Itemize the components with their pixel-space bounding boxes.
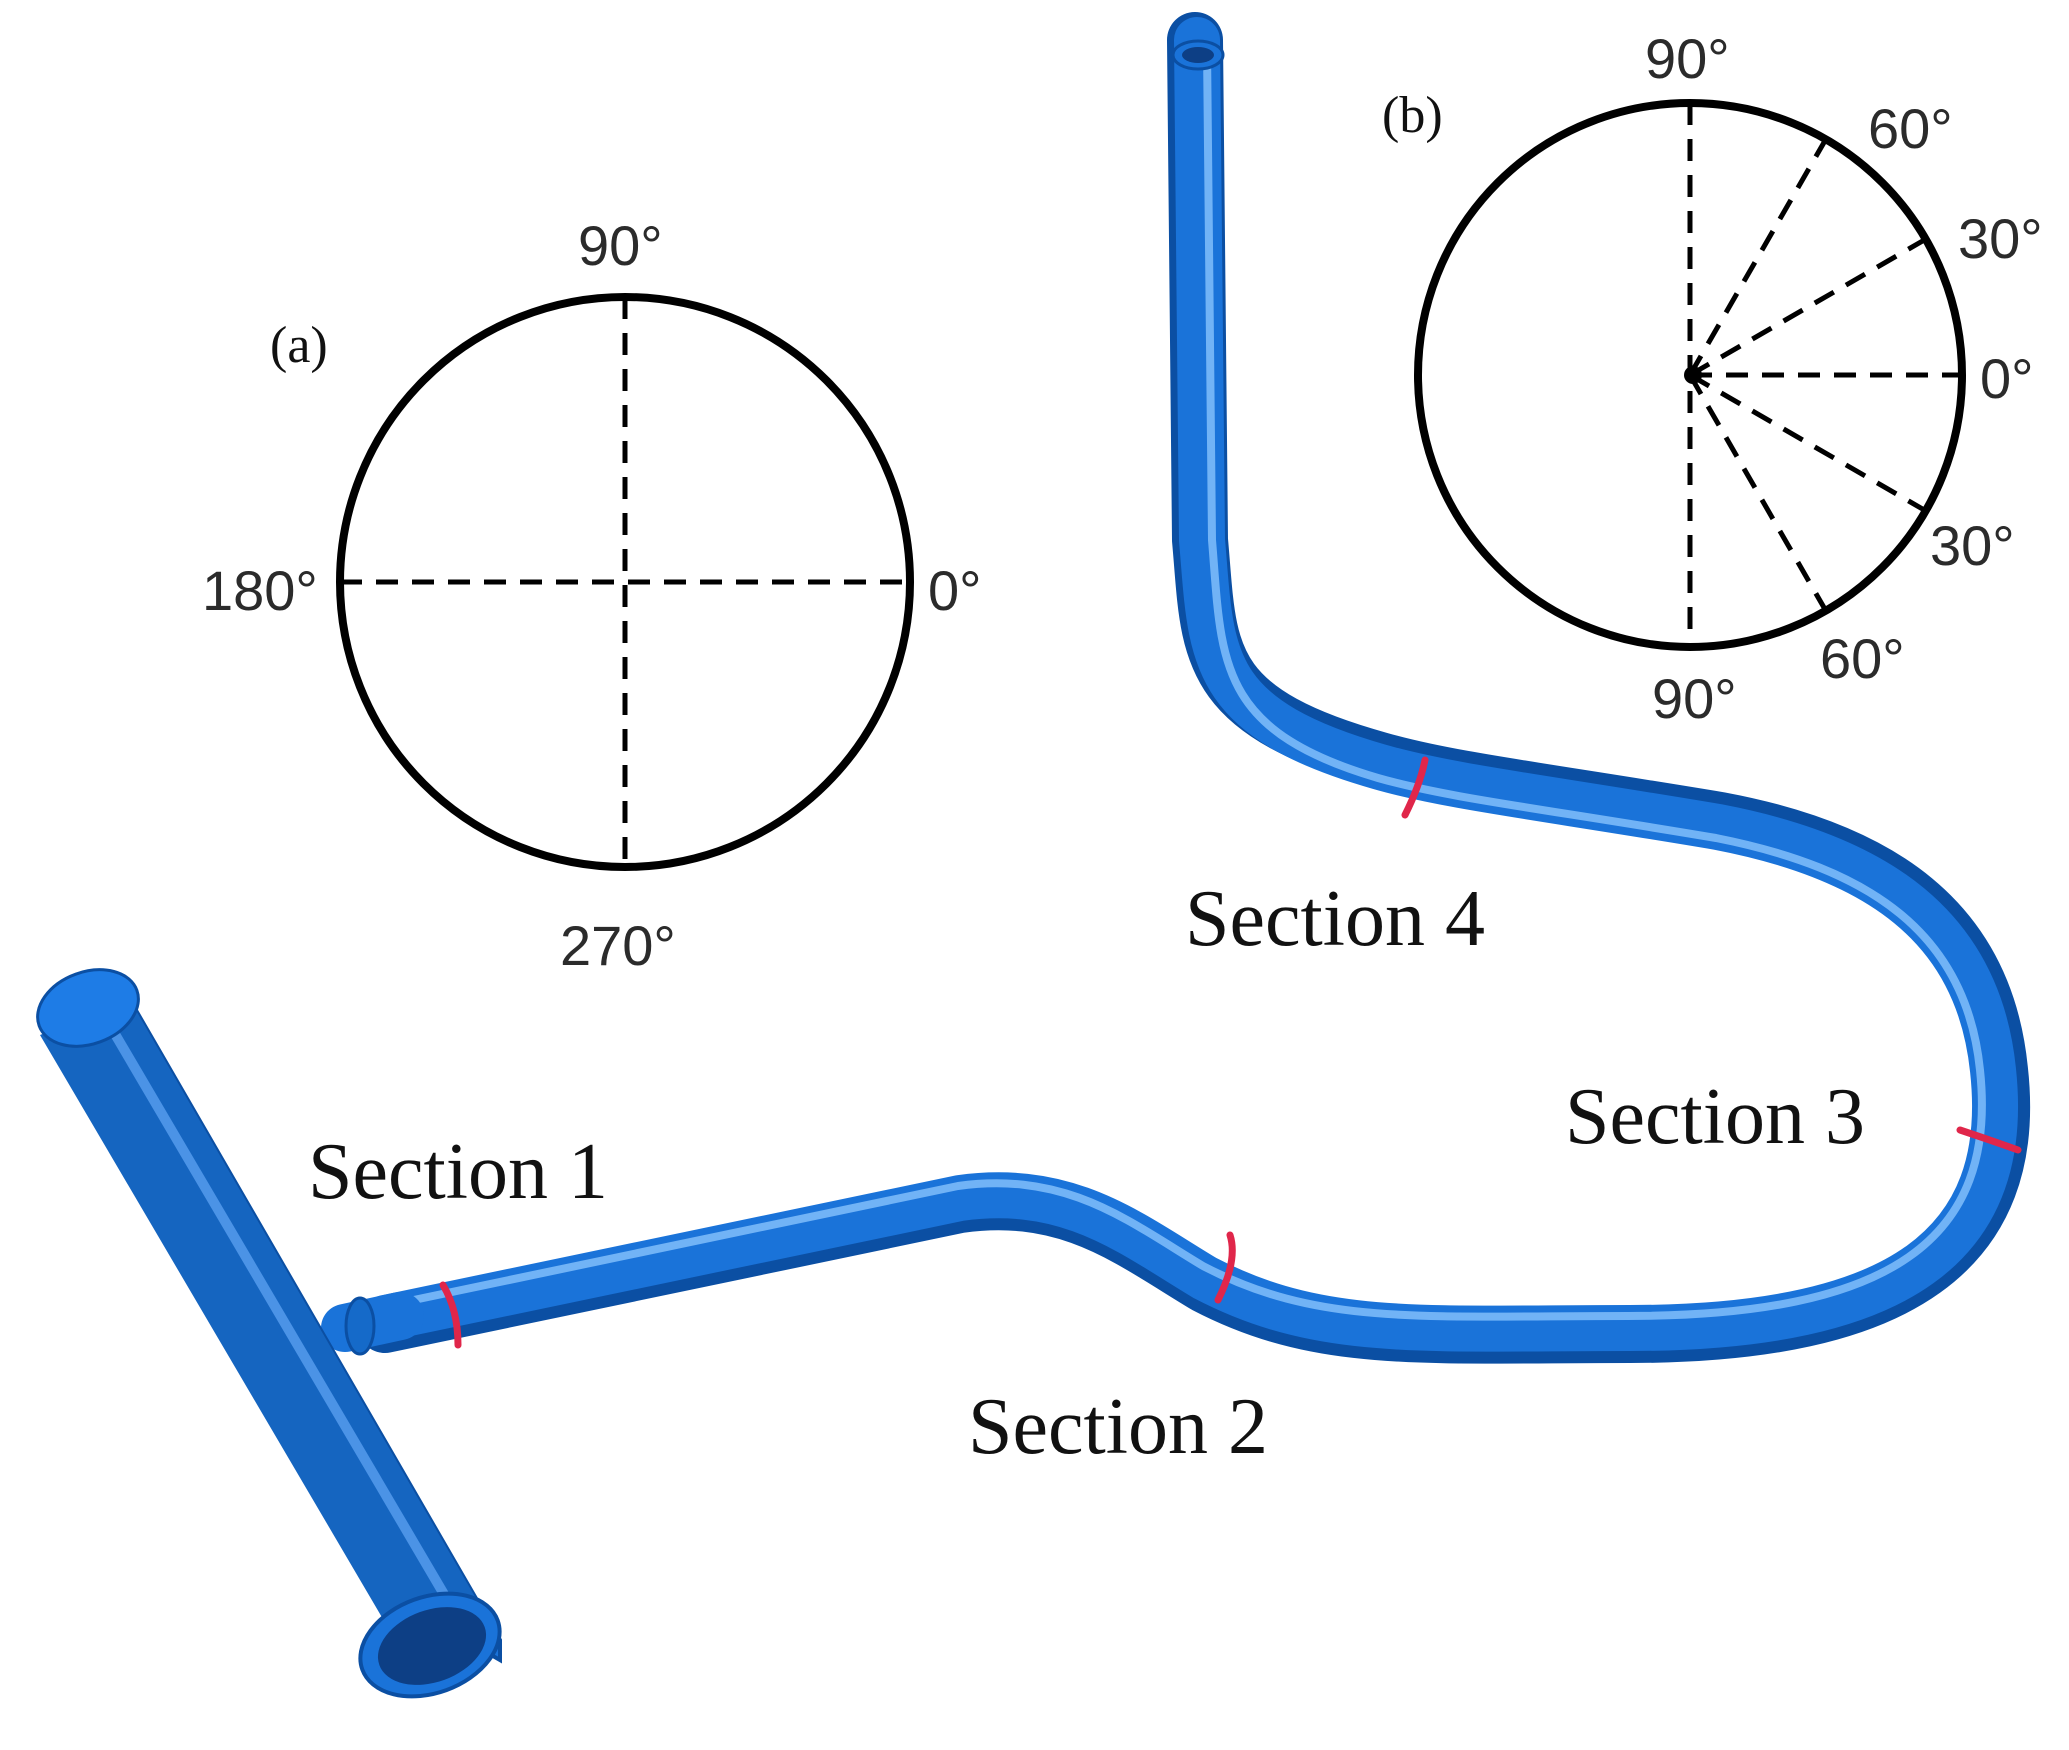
- panel-a-diagram: (a) 90° 180° 0° 270°: [202, 214, 982, 977]
- panel-a-label: (a): [270, 317, 328, 374]
- pipe-assembly: [36, 12, 2031, 1699]
- panel-b-ray-upper-30: [1688, 236, 1928, 378]
- panel-a-angle-bottom: 270°: [560, 914, 676, 977]
- bent-pipe-body: [362, 17, 2019, 1352]
- panel-a-angle-left: 180°: [202, 559, 318, 622]
- header-top-cap: [36, 968, 140, 1048]
- panel-b-angle-top: 90°: [1645, 27, 1730, 90]
- section-marker-4: [1401, 756, 1429, 819]
- panel-b-angle-bottom: 90°: [1652, 667, 1737, 730]
- panel-b-angle-lower-60: 60°: [1820, 627, 1905, 690]
- panel-b-ray-lower-60: [1687, 373, 1829, 613]
- top-pipe-opening-inner: [1182, 47, 1214, 63]
- panel-b-angle-upper-60: 60°: [1868, 97, 1953, 160]
- neck-flange: [344, 1296, 376, 1356]
- panel-b-center-dot: [1684, 366, 1702, 384]
- panel-b-angle-upper-30: 30°: [1958, 207, 2043, 270]
- section-3-label: Section 3: [1565, 1073, 1865, 1161]
- section-marker-2: [1214, 1231, 1236, 1304]
- panel-b-diagram: (b) 90° 60° 30° 0° 30° 60° 90°: [1382, 27, 2043, 730]
- section-4-label: Section 4: [1185, 875, 1485, 963]
- section-2-label: Section 2: [968, 1383, 1268, 1471]
- section-marker-1: [439, 1281, 462, 1349]
- panel-b-ray-lower-30: [1688, 372, 1928, 514]
- panel-a-angle-right: 0°: [928, 559, 982, 622]
- panel-b-angle-right: 0°: [1980, 347, 2034, 410]
- section-1-label: Section 1: [308, 1128, 608, 1216]
- panel-a-angle-top: 90°: [578, 214, 663, 277]
- header-cylinder-highlight: [90, 997, 470, 1633]
- panel-b-label: (b): [1382, 87, 1443, 144]
- section-marker-3: [1956, 1126, 2022, 1154]
- section-labels: Section 1 Section 2 Section 3 Section 4: [308, 875, 1865, 1471]
- panel-b-angle-lower-30: 30°: [1930, 514, 2015, 577]
- header-bottom-opening-inner: [377, 1607, 487, 1685]
- panel-b-ray-upper-60: [1687, 137, 1829, 377]
